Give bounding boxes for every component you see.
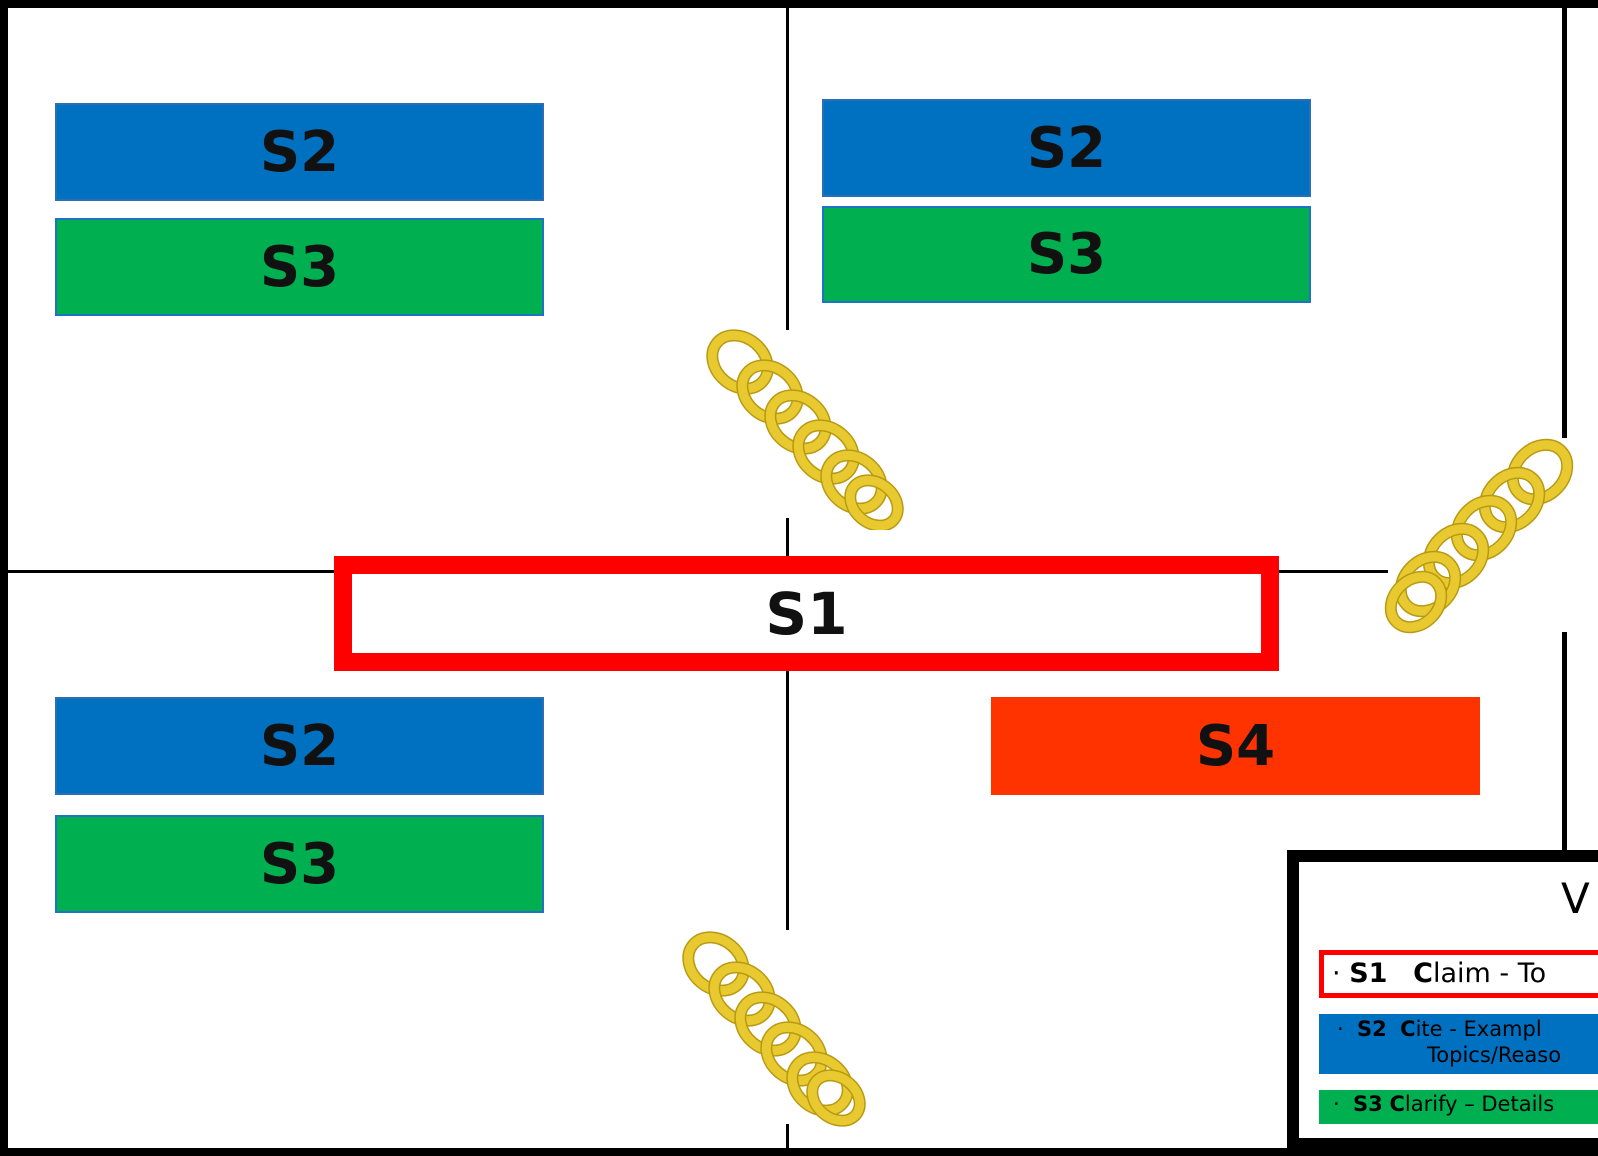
legend-s2-text: ite - Exampl <box>1415 1017 1542 1041</box>
horizontal-divider-right <box>1278 570 1388 573</box>
chain-link-icon <box>1384 438 1574 634</box>
legend-row-s2: · S2 Cite - Exampl Topics/Reaso <box>1319 1014 1598 1074</box>
legend-row-s1: · S1 Claim - To <box>1319 950 1598 998</box>
frame-edge <box>1565 0 1598 8</box>
right-edge-line-bottom <box>1562 632 1567 852</box>
vertical-divider-foot <box>786 1124 789 1148</box>
right-edge-line-top <box>1562 8 1567 438</box>
legend-s3-letter: C <box>1389 1092 1405 1116</box>
legend-s1-text: laim - To <box>1433 958 1547 989</box>
horizontal-divider-left <box>8 570 338 573</box>
chain-link-icon <box>706 329 904 530</box>
legend-row-s3: · S3 Clarify – Details <box>1319 1090 1598 1124</box>
legend-s3-code: S3 <box>1353 1092 1383 1116</box>
s3-box-bottom-left: S3 <box>55 815 544 913</box>
legend-panel: V · S1 Claim - To · S2 Cite - Exampl Top… <box>1287 850 1598 1150</box>
vertical-divider-bottom <box>786 670 789 930</box>
legend-title: V <box>1561 874 1590 923</box>
bullet: · <box>1337 1017 1344 1041</box>
legend-s1-letter: C <box>1413 958 1433 989</box>
vertical-divider-top <box>786 8 789 330</box>
s3-box-top-left: S3 <box>55 218 544 316</box>
chain-link-icon <box>682 931 866 1127</box>
s2-box-bottom-left: S2 <box>55 697 544 795</box>
s2-box-top-right: S2 <box>822 99 1311 197</box>
s3-box-top-right: S3 <box>822 206 1311 303</box>
legend-s1-code: S1 <box>1349 958 1388 989</box>
vertical-divider-mid <box>786 518 789 558</box>
s4-box-bottom-right: S4 <box>991 697 1480 795</box>
s2-box-top-left: S2 <box>55 103 544 201</box>
legend-s2-code: S2 <box>1357 1017 1387 1041</box>
bullet: · <box>1333 1092 1340 1116</box>
legend-s2-line2: Topics/Reaso <box>1427 1043 1562 1067</box>
s1-claim-box: S1 <box>334 556 1279 671</box>
bullet: · <box>1332 958 1341 989</box>
legend-s2-letter: C <box>1400 1017 1416 1041</box>
legend-s3-text: larify – Details <box>1404 1092 1555 1116</box>
